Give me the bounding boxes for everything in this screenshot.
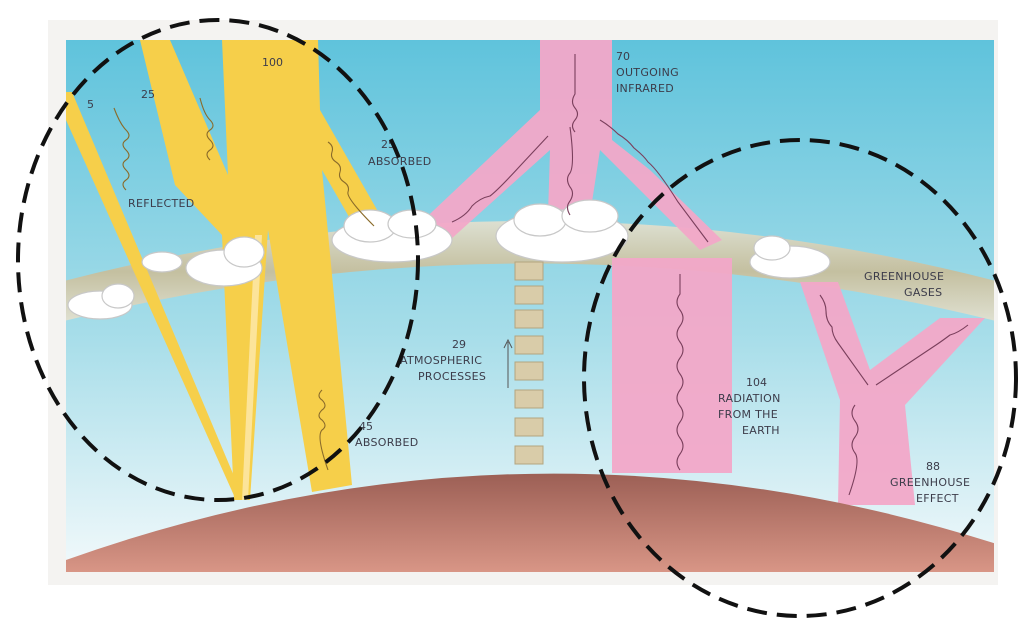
outgoing-label-line1: OUTGOING	[616, 66, 679, 79]
radiation-label-line1: RADIATION	[718, 392, 781, 405]
cloud	[142, 252, 182, 272]
atmospheric-value: 29	[452, 338, 466, 351]
atmospheric-column	[515, 262, 543, 464]
reflected-label: REFLECTED	[128, 197, 195, 210]
radiation-value: 104	[746, 376, 767, 389]
cloud	[332, 210, 452, 262]
greenhouse-effect-label-line1: GREENHOUSE	[890, 476, 970, 489]
reflected-value: 5	[87, 98, 94, 111]
greenhouse-effect-label-line2: EFFECT	[916, 492, 959, 505]
outgoing-label-line2: INFRARED	[616, 82, 674, 95]
absorbed-surface-value: 45	[359, 420, 373, 433]
outgoing-value: 70	[616, 50, 630, 63]
incoming-value: 100	[262, 56, 283, 69]
reflected-clouds-value: 25	[141, 88, 155, 101]
atmospheric-label-line1: ATMOSPHERIC	[400, 354, 482, 367]
atmospheric-label-line2: PROCESSES	[418, 370, 486, 383]
greenhouse-gases-label-line2: GASES	[904, 286, 942, 299]
radiation-label-line3: EARTH	[742, 424, 780, 437]
greenhouse-gases-label-line1: GREENHOUSE	[864, 270, 944, 283]
greenhouse-effect-value: 88	[926, 460, 940, 473]
radiation-label-line2: FROM THE	[718, 408, 778, 421]
absorbed-surface-label: ABSORBED	[355, 436, 419, 449]
